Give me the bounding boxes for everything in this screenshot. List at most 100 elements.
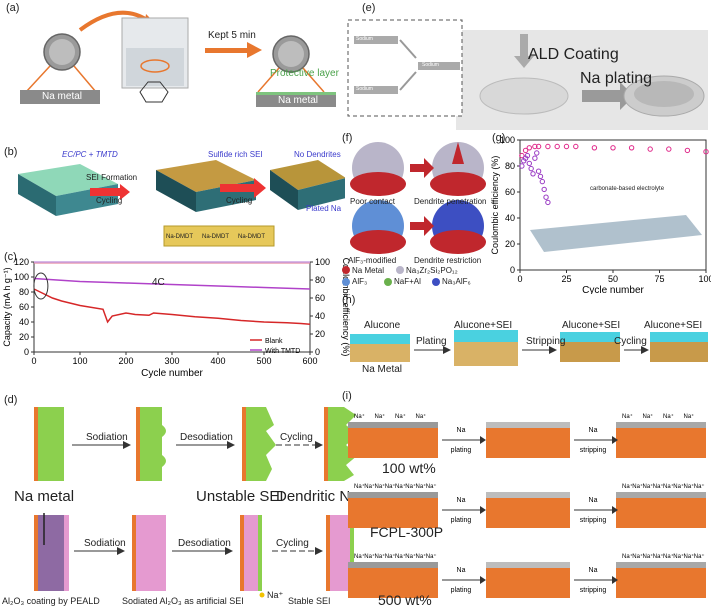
g-point-0-10 bbox=[610, 145, 616, 151]
plating-h: Plating bbox=[416, 336, 447, 347]
substrate-1: Sodium bbox=[356, 36, 373, 42]
y-tick-label-4: 80 bbox=[19, 287, 29, 297]
g-y-axis-label: Coulombic efficiency (%) bbox=[490, 156, 500, 255]
stable-sei-label: Stable SEI bbox=[288, 596, 331, 606]
x-tick-label-0: 0 bbox=[31, 356, 36, 366]
i-arrow-strip-head-0 bbox=[612, 436, 618, 444]
kept-label: Kept 5 min bbox=[208, 30, 256, 41]
i-ion-right-1-4: Na⁺ bbox=[663, 483, 674, 490]
i-ion-left-1-7: Na⁺ bbox=[426, 483, 437, 490]
i-ion-left-1-0: Na⁺ bbox=[354, 483, 365, 490]
g-point-1-12 bbox=[541, 186, 547, 193]
x-tick-label-3: 300 bbox=[164, 356, 179, 366]
i-plating-1-2: Na bbox=[457, 567, 466, 574]
i-layer-0-1 bbox=[348, 422, 438, 428]
al2o3-electrode bbox=[38, 515, 64, 591]
i-base-0-1 bbox=[348, 428, 438, 458]
g-point-0-5 bbox=[545, 143, 551, 150]
substrate-3: Sodium bbox=[422, 62, 439, 68]
legend-label-1: With TMTD bbox=[265, 348, 300, 355]
dmdt-box bbox=[163, 225, 275, 247]
g-y-tick-label-0: 0 bbox=[510, 265, 515, 275]
i-ion-right-1-7: Na⁺ bbox=[694, 483, 705, 490]
g-point-0-13 bbox=[666, 146, 672, 152]
i-ion-right-1-3: Na⁺ bbox=[653, 483, 664, 490]
i-layer-2-2 bbox=[486, 562, 570, 568]
i-layer-0-2 bbox=[486, 422, 570, 428]
i-ion-left-2-3: Na⁺ bbox=[385, 553, 396, 560]
i-ion-right-0-3: Na⁺ bbox=[684, 413, 695, 420]
g-x-tick-label-3: 75 bbox=[654, 274, 664, 284]
i-ion-right-1-6: Na⁺ bbox=[684, 483, 695, 490]
i-strip-1-0: Na bbox=[589, 427, 598, 434]
i-ion-right-2-4: Na⁺ bbox=[663, 553, 674, 560]
i-arrow-strip-head-1 bbox=[612, 506, 618, 514]
sodiation-2: Sodiation bbox=[84, 538, 126, 549]
g-point-0-3 bbox=[532, 143, 538, 150]
g-point-1-5 bbox=[528, 165, 534, 172]
i-ion-left-2-4: Na⁺ bbox=[395, 553, 406, 560]
na-metal-label-2: Na metal bbox=[278, 95, 319, 106]
al2o3-label: Al₂O₃ coating by PEALD bbox=[2, 596, 100, 606]
y2-tick-label-4: 80 bbox=[315, 275, 325, 285]
g-y-tick-label-3: 60 bbox=[505, 187, 515, 197]
g-y-tick-label-2: 40 bbox=[505, 213, 515, 223]
panel-c-label: (c) bbox=[4, 251, 17, 263]
stripping-h: Stripping bbox=[526, 336, 566, 347]
y2-tick-label-5: 100 bbox=[315, 257, 330, 267]
panel-f-illustration bbox=[342, 142, 486, 286]
g-point-0-7 bbox=[563, 143, 570, 150]
i-arrow-strip-head-2 bbox=[612, 576, 618, 584]
desodiation-2: Desodiation bbox=[178, 538, 231, 549]
dmdt-1: Na-DMDT bbox=[166, 234, 193, 240]
i-ion-left-0-3: Na⁺ bbox=[416, 413, 427, 420]
i-ion-left-1-1: Na⁺ bbox=[364, 483, 375, 490]
i-plating-2-0: plating bbox=[451, 447, 472, 454]
dendrite-penetration: Dendrite penetration bbox=[414, 197, 487, 206]
legend-na3alf6: Na₃AlF₆ bbox=[442, 277, 471, 286]
panel-d-illustration bbox=[34, 407, 358, 598]
sodiated-label: Sodiated Al₂O₃ as artificial SEI bbox=[122, 596, 244, 606]
series-line-1 bbox=[33, 277, 311, 290]
legend-alf3: AlF₃ bbox=[352, 277, 368, 286]
red-arrow-2 bbox=[220, 178, 266, 198]
na-plating-e: Na plating bbox=[580, 70, 653, 87]
no-dendrites-label: No Dendrites bbox=[294, 150, 341, 159]
alucone-sei-3: Alucone+SEI bbox=[644, 320, 703, 331]
g-point-0-9 bbox=[591, 145, 598, 151]
panel-h-illustration bbox=[350, 330, 708, 366]
i-ion-left-2-2: Na⁺ bbox=[375, 553, 386, 560]
i-ion-right-1-0: Na⁺ bbox=[622, 483, 633, 490]
i-plating-1-1: Na bbox=[457, 497, 466, 504]
callout-circle bbox=[33, 272, 49, 300]
g-point-0-2 bbox=[526, 145, 532, 151]
i-ion-left-2-1: Na⁺ bbox=[364, 553, 375, 560]
y2-tick-label-0: 0 bbox=[315, 347, 320, 357]
g-y-tick-label-5: 100 bbox=[500, 135, 515, 145]
g-point-0-12 bbox=[647, 146, 653, 152]
i-base-1-1 bbox=[348, 498, 438, 528]
na-metal-bar-2 bbox=[256, 95, 336, 107]
g-point-1-6 bbox=[530, 171, 536, 177]
unstable-sei: Unstable SEI bbox=[196, 488, 284, 505]
substrate-2: Sodium bbox=[356, 86, 373, 92]
i-ion-left-1-4: Na⁺ bbox=[395, 483, 406, 490]
poor-contact: Poor contact bbox=[350, 197, 395, 206]
dmdt-2: Na-DMDT bbox=[202, 234, 229, 240]
i-layer-1-1 bbox=[348, 492, 438, 498]
sulfide-label: Sulfide rich SEI bbox=[208, 150, 263, 159]
g-x-tick-label-4: 100 bbox=[698, 274, 711, 284]
sei-formation-label: SEI Formation bbox=[86, 173, 138, 182]
i-arrow-plate-head-1 bbox=[480, 506, 486, 514]
dendritic-na: Dendritic Na bbox=[276, 488, 359, 505]
g-x-tick-label-1: 25 bbox=[561, 274, 571, 284]
g-point-0-15 bbox=[703, 149, 709, 155]
ald-arrow bbox=[520, 34, 528, 58]
i-layer-0-3 bbox=[616, 422, 706, 428]
y2-tick-label-2: 40 bbox=[315, 311, 325, 321]
desodiation-1: Desodiation bbox=[180, 432, 233, 443]
na-plus-legend: Na⁺ bbox=[267, 590, 284, 600]
g-point-0-8 bbox=[573, 143, 579, 150]
i-layer-2-1 bbox=[348, 562, 438, 568]
